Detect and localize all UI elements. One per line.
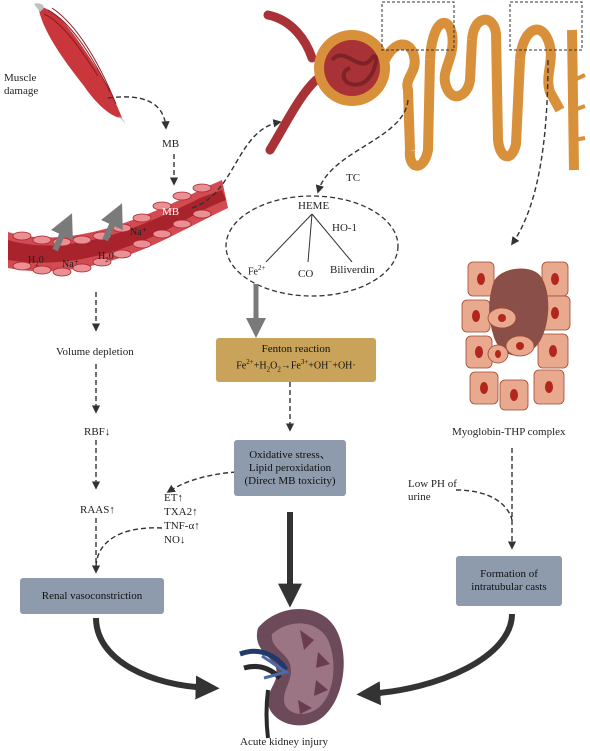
co-label: CO [298, 268, 314, 280]
arrow-tubule-to-tc [315, 99, 409, 194]
na-ion-label-upper: Na⁺ [130, 227, 147, 238]
arrow-vaso-to-aki [93, 617, 220, 700]
arrow-casts-to-aki [356, 613, 515, 706]
water-label-left: H20 [28, 255, 44, 268]
oxidative-line2: Lipid peroxidation [248, 461, 332, 474]
muscle-damage-label-line2: damage [4, 85, 39, 97]
arrow-tubule-to-cells [511, 59, 549, 246]
ho1-label: HO-1 [332, 222, 358, 234]
biliverdin-label: Biliverdin [330, 264, 375, 276]
nephron-illustration [263, 1, 586, 171]
aki-label: Acute kidney injury [240, 736, 328, 748]
tc-label: TC [346, 172, 361, 184]
cast-cells-illustration [461, 261, 571, 411]
intratubular-casts-box: Formation of intratubular casts [456, 556, 562, 606]
fenton-equation: Fe2++H2O2→Fe3++OH−+OH· [236, 358, 356, 374]
volume-depletion-label: Volume depletion [56, 346, 134, 358]
raas-label: RAAS↑ [80, 504, 115, 516]
fenton-title: Fenton reaction [261, 343, 331, 356]
kidney-illustration [239, 608, 344, 739]
arrow-lowph-to-casts [455, 489, 513, 521]
arrow-vessel-to-kidney [191, 119, 282, 209]
tnf-label: TNF-α↑ [164, 520, 200, 532]
tc-ellipse [225, 195, 399, 297]
no-label: NO↓ [164, 534, 186, 546]
heme-label: HEME [298, 200, 330, 212]
mb-label: MB [162, 138, 180, 150]
formation-line1: Formation of [480, 568, 538, 580]
blood-vessel-illustration [8, 180, 228, 277]
oxidative-stress-box: Oxidative stress、 Lipid peroxidation (Di… [234, 440, 346, 496]
oxidative-line1: Oxidative stress、 [249, 448, 331, 461]
oxidative-line3: (Direct MB toxicity) [244, 474, 336, 487]
myoglobin-thp-label: Myoglobin-THP complex [452, 426, 566, 438]
na-ion-label-lower: Na⁺ [62, 259, 79, 270]
arrow-muscle-to-mb [107, 96, 170, 130]
mb-vessel-label: MB [162, 206, 180, 218]
renal-vaso-text: Renal vasoconstriction [41, 589, 143, 602]
water-label-right: H20 [98, 251, 114, 264]
et-label: ET↑ [164, 492, 183, 504]
rbf-label: RBF↓ [84, 426, 111, 438]
heme-branches [265, 213, 353, 263]
arrow-oxidative-to-mediators [166, 471, 237, 493]
fe2-label: Fe2+ [248, 264, 266, 278]
muscle-damage-label-line1: Muscle [4, 72, 37, 84]
muscle-illustration [34, 3, 126, 124]
low-ph-label-line1: Low PH of [408, 478, 457, 490]
txa2-label: TXA2↑ [164, 506, 198, 518]
low-ph-label-line2: urine [408, 491, 431, 503]
arrow-mediators-to-vaso [95, 527, 163, 569]
renal-vasoconstriction-box: Renal vasoconstriction [20, 578, 164, 614]
formation-line2: intratubular casts [471, 581, 547, 593]
dashed-arrows [91, 59, 549, 574]
fenton-reaction-box: Fenton reaction Fe2++H2O2→Fe3++OH−+OH· [216, 338, 376, 382]
